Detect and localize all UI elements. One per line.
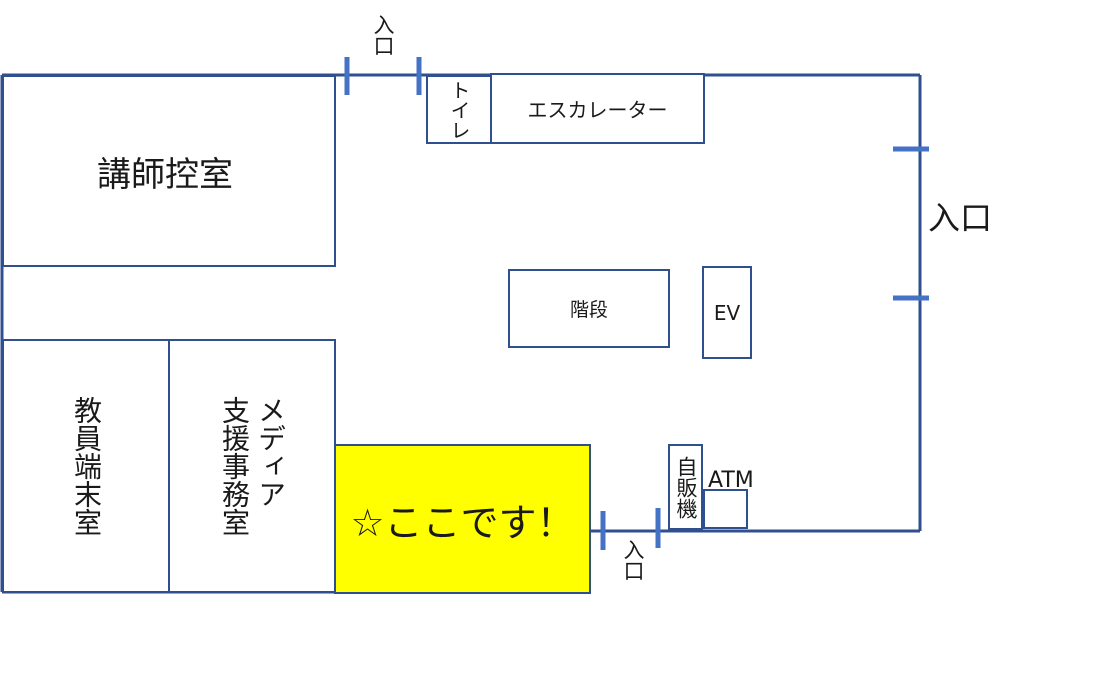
media-office-label-line2: 支援事務室 xyxy=(218,396,251,536)
stairs: 階段 xyxy=(508,269,670,348)
lecturer-room: 講師控室 xyxy=(2,75,336,267)
here-label: ☆ここです！ xyxy=(350,500,575,545)
entrance-bottom-label: 入口 xyxy=(621,539,645,581)
lecturer-room-label: 講師控室 xyxy=(97,154,233,195)
vending-machine: 自販機 xyxy=(668,444,703,530)
atm-box xyxy=(703,489,748,529)
escalator: エスカレーター xyxy=(490,73,705,144)
entrance-top-label: 入口 xyxy=(371,14,395,56)
toilet: トイレ xyxy=(426,75,492,144)
faculty-terminal-room-label: 教員端末室 xyxy=(70,396,103,536)
current-location-room: ☆ここです！ xyxy=(334,444,591,594)
atm-label: ATM xyxy=(708,468,754,493)
elevator: EV xyxy=(702,266,752,359)
toilet-label: トイレ xyxy=(447,79,471,140)
escalator-label: エスカレーター xyxy=(527,98,668,122)
media-support-office: メディア 支援事務室 xyxy=(168,339,336,593)
faculty-terminal-room: 教員端末室 xyxy=(2,339,170,593)
ev-label: EV xyxy=(713,300,741,325)
media-office-label-line1: メディア xyxy=(254,396,287,508)
stairs-label: 階段 xyxy=(569,299,608,321)
entrance-right-label: 入口 xyxy=(928,199,993,237)
vending-machine-label: 自販機 xyxy=(674,455,698,519)
